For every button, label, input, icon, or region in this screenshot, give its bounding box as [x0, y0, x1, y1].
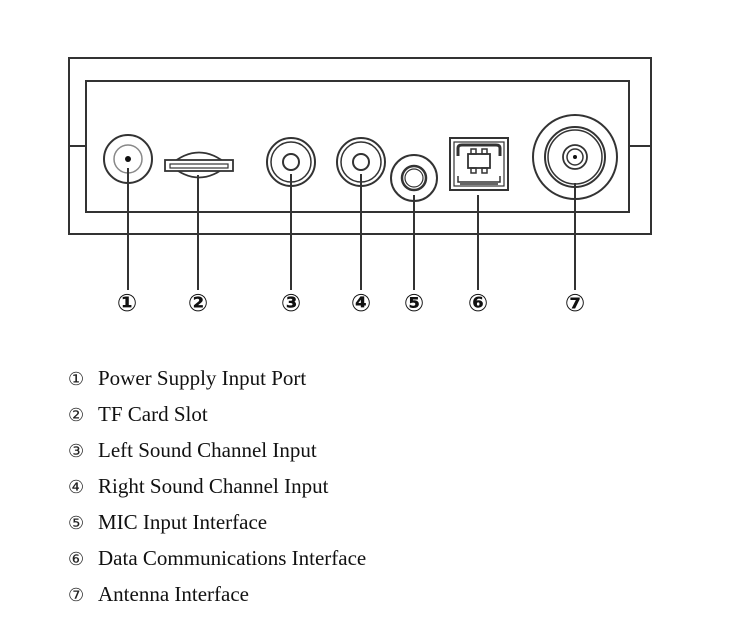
marker-2: ② [188, 289, 208, 317]
usb-b-port-icon [449, 137, 509, 191]
marker-7: ⑦ [565, 289, 585, 317]
legend-text: MIC Input Interface [98, 510, 268, 534]
legend-marker: ⑥ [68, 549, 85, 570]
rear-panel-diagram: ① ② ③ ④ ⑤ ⑥ ⑦ [68, 57, 652, 317]
legend-item: ⑦ Antenna Interface [68, 579, 366, 615]
legend-marker: ④ [68, 477, 85, 498]
legend-text: Power Supply Input Port [98, 366, 307, 390]
legend-item: ④ Right Sound Channel Input [68, 471, 366, 507]
marker-3: ③ [281, 289, 301, 317]
legend-text: TF Card Slot [98, 402, 208, 426]
legend-item: ③ Left Sound Channel Input [68, 435, 366, 471]
legend-item: ⑥ Data Communications Interface [68, 543, 366, 579]
legend-text: Left Sound Channel Input [98, 438, 317, 462]
legend-marker: ② [68, 405, 85, 426]
marker-4: ④ [351, 289, 371, 317]
marker-5: ⑤ [404, 289, 424, 317]
legend-marker: ③ [68, 441, 85, 462]
marker-1: ① [117, 289, 137, 317]
legend-item: ⑤ MIC Input Interface [68, 507, 366, 543]
marker-6: ⑥ [468, 289, 488, 317]
legend-marker: ⑤ [68, 513, 85, 534]
legend-marker: ⑦ [68, 585, 85, 606]
tf-card-slot-icon [164, 151, 234, 179]
legend: ① Power Supply Input Port ② TF Card Slot ③… [68, 363, 366, 615]
legend-text: Right Sound Channel Input [98, 474, 329, 498]
legend-marker: ① [68, 369, 85, 390]
legend-item: ② TF Card Slot [68, 399, 366, 435]
legend-text: Data Communications Interface [98, 546, 367, 570]
legend-text: Antenna Interface [98, 582, 249, 606]
mic-jack-icon [390, 154, 438, 202]
legend-item: ① Power Supply Input Port [68, 363, 366, 399]
